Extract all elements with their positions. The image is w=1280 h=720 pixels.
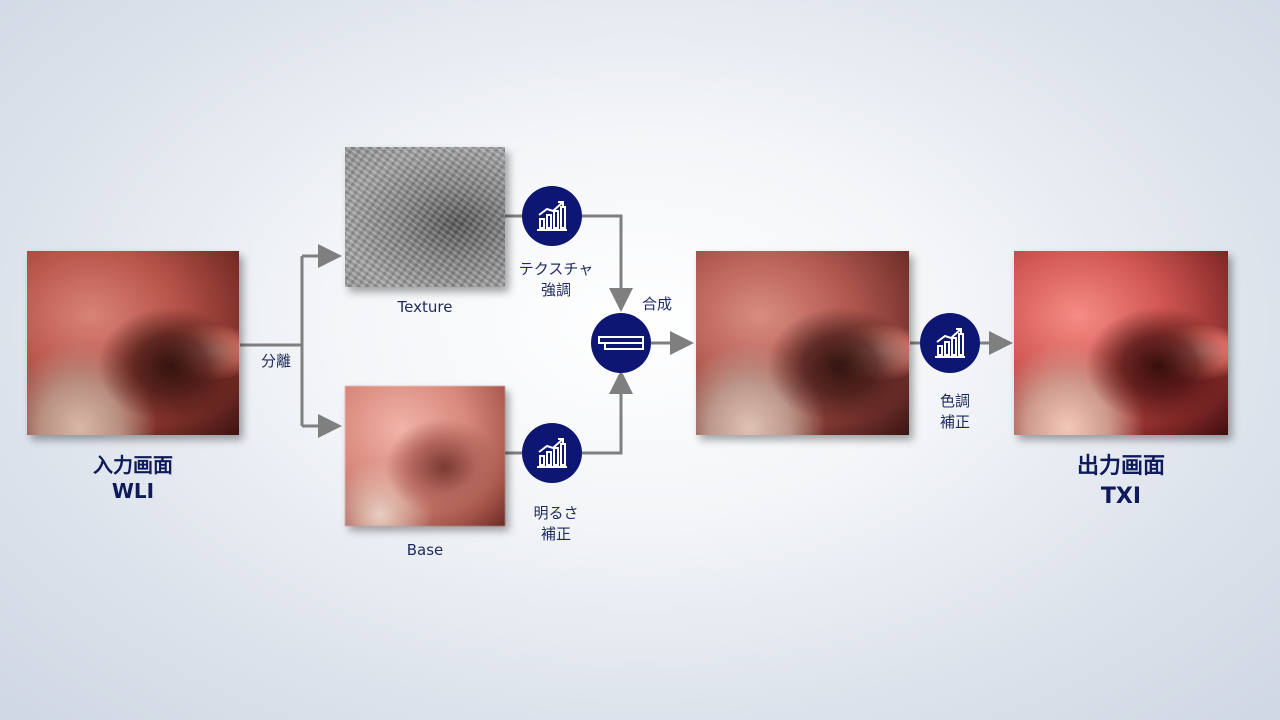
input-title-text: 入力画面: [93, 453, 173, 477]
chart-up-icon: [537, 438, 567, 468]
color-correction-label: 色調 補正: [925, 391, 985, 433]
arrow-enhance-to-combine: [582, 214, 633, 312]
texture-enhance-label-line2: 強調: [540, 281, 571, 299]
color-correction-node: [920, 313, 980, 373]
brightness-node: [522, 423, 582, 483]
combine-label: 合成: [641, 295, 672, 313]
brightness-label-line1: 明るさ: [533, 504, 579, 522]
input-subtitle-text: WLI: [111, 479, 155, 503]
output-txi-image: [1014, 251, 1228, 435]
input-title: 入力画面 WLI: [27, 452, 239, 504]
brightness-label-line2: 補正: [540, 525, 571, 543]
color-correction-label-line1: 色調: [939, 392, 970, 410]
layers-icon: [598, 336, 644, 350]
output-title-text: 出力画面: [1076, 454, 1165, 479]
chart-up-icon: [537, 201, 567, 231]
texture-image: [345, 147, 505, 287]
output-title: 出力画面 TXI: [1014, 452, 1228, 512]
output-subtitle-text: TXI: [1100, 484, 1142, 509]
texture-label: Texture: [397, 298, 453, 316]
base-label: Base: [406, 541, 444, 559]
texture-enhance-label: テクスチャ 強調: [504, 259, 608, 301]
texture-enhance-label-line1: テクスチャ: [518, 260, 594, 278]
input-wli-image: [27, 251, 239, 435]
chart-up-icon: [935, 328, 965, 358]
color-correction-label-line2: 補正: [939, 413, 970, 431]
brightness-label: 明るさ 補正: [512, 503, 600, 545]
arrow-brightness-to-combine: [582, 370, 633, 455]
combine-node: [591, 313, 651, 373]
separate-label: 分離: [260, 352, 291, 370]
base-image: [345, 386, 505, 526]
combined-image: [696, 251, 909, 435]
texture-enhance-node: [522, 186, 582, 246]
